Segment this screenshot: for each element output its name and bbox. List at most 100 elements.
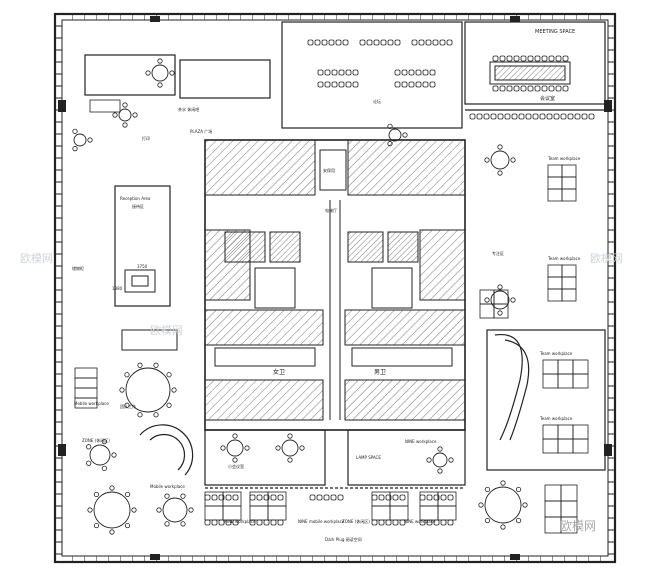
chair xyxy=(352,81,359,88)
chair xyxy=(380,39,387,46)
chair xyxy=(335,39,342,46)
round-seat xyxy=(124,522,131,529)
round-seat xyxy=(171,387,177,393)
round-seat xyxy=(500,480,506,486)
chair xyxy=(330,494,337,501)
round-seat xyxy=(299,445,305,451)
chair xyxy=(567,113,574,120)
round-table xyxy=(151,64,169,82)
chair xyxy=(562,85,569,92)
round-seat xyxy=(153,412,159,418)
room-partitions xyxy=(84,21,606,489)
round-table xyxy=(125,367,171,413)
desk xyxy=(547,188,563,202)
chair xyxy=(432,39,439,46)
round-seat xyxy=(484,517,491,524)
round-seat xyxy=(497,310,503,316)
label-team-workplace-2: Team workplace xyxy=(547,256,581,261)
label-forum: 论坛 xyxy=(373,98,381,104)
meeting-table xyxy=(489,61,571,85)
chair xyxy=(263,494,270,501)
round-table xyxy=(93,491,131,529)
desk xyxy=(561,176,577,190)
round-table xyxy=(162,497,188,523)
round-seat xyxy=(72,128,78,134)
round-seat xyxy=(131,507,137,513)
desk xyxy=(74,377,98,389)
desk xyxy=(547,176,563,190)
label-team-workplace-4: Team workplace xyxy=(539,416,573,421)
chair xyxy=(359,39,366,46)
chair xyxy=(562,55,569,62)
desk xyxy=(267,505,287,521)
round-seat xyxy=(484,486,491,493)
desk xyxy=(544,516,562,534)
round-seat xyxy=(122,122,128,128)
chair xyxy=(429,69,436,76)
desk xyxy=(547,288,563,302)
label-meeting-space-cn: 会议室 xyxy=(540,95,555,102)
chair xyxy=(534,85,541,92)
label-nine-workplace: NINE workplace xyxy=(405,439,437,444)
desk xyxy=(557,438,574,454)
chair xyxy=(419,494,426,501)
chair xyxy=(408,81,415,88)
chair xyxy=(506,85,513,92)
building-core xyxy=(204,139,466,431)
chair xyxy=(492,85,499,92)
chair xyxy=(270,519,277,526)
chair xyxy=(439,39,446,46)
chair xyxy=(307,39,314,46)
chair xyxy=(249,494,256,501)
chair xyxy=(560,113,567,120)
chair xyxy=(483,113,490,120)
chair xyxy=(204,494,211,501)
chair xyxy=(433,494,440,501)
label-lamp-space: LAMP SPACE xyxy=(356,455,381,460)
chair-groups xyxy=(204,39,595,526)
chair xyxy=(520,55,527,62)
label-mobile-workplace-2: Mobile workplace xyxy=(150,484,185,489)
chair xyxy=(342,39,349,46)
label-storage: 储物柜 xyxy=(72,265,84,271)
round-seat xyxy=(87,507,93,513)
desk xyxy=(561,276,577,290)
chair xyxy=(548,55,555,62)
desk xyxy=(572,373,589,389)
chair xyxy=(422,69,429,76)
desk xyxy=(74,387,98,399)
round-table xyxy=(89,444,111,466)
desk xyxy=(249,491,269,507)
chair xyxy=(211,494,218,501)
chair xyxy=(345,69,352,76)
round-seat xyxy=(124,372,130,378)
chair xyxy=(385,519,392,526)
watermark-1: 欧模网 xyxy=(590,252,623,265)
round-seat xyxy=(497,284,503,290)
round-seat xyxy=(522,502,528,508)
chair xyxy=(539,113,546,120)
chair xyxy=(497,113,504,120)
round-seat xyxy=(157,58,163,64)
chair xyxy=(447,519,454,526)
chair xyxy=(525,113,532,120)
chair xyxy=(401,81,408,88)
label-reception: Reception Area xyxy=(120,196,151,201)
chair xyxy=(366,39,373,46)
round-seat xyxy=(426,457,432,463)
chair xyxy=(324,69,331,76)
round-seat xyxy=(510,157,516,163)
round-seat xyxy=(515,486,522,493)
label-dimension-height: 1380 xyxy=(112,286,123,291)
desk xyxy=(561,164,577,178)
round-seat xyxy=(119,387,125,393)
desk xyxy=(547,264,563,278)
chair xyxy=(581,113,588,120)
round-seat xyxy=(86,444,92,450)
label-focus-left: ZONE (休闲区) xyxy=(82,437,110,443)
desk xyxy=(561,288,577,302)
round-seat xyxy=(232,433,238,439)
round-seat xyxy=(169,70,175,76)
round-seat xyxy=(111,452,117,458)
label-print: 打印 xyxy=(142,135,150,141)
